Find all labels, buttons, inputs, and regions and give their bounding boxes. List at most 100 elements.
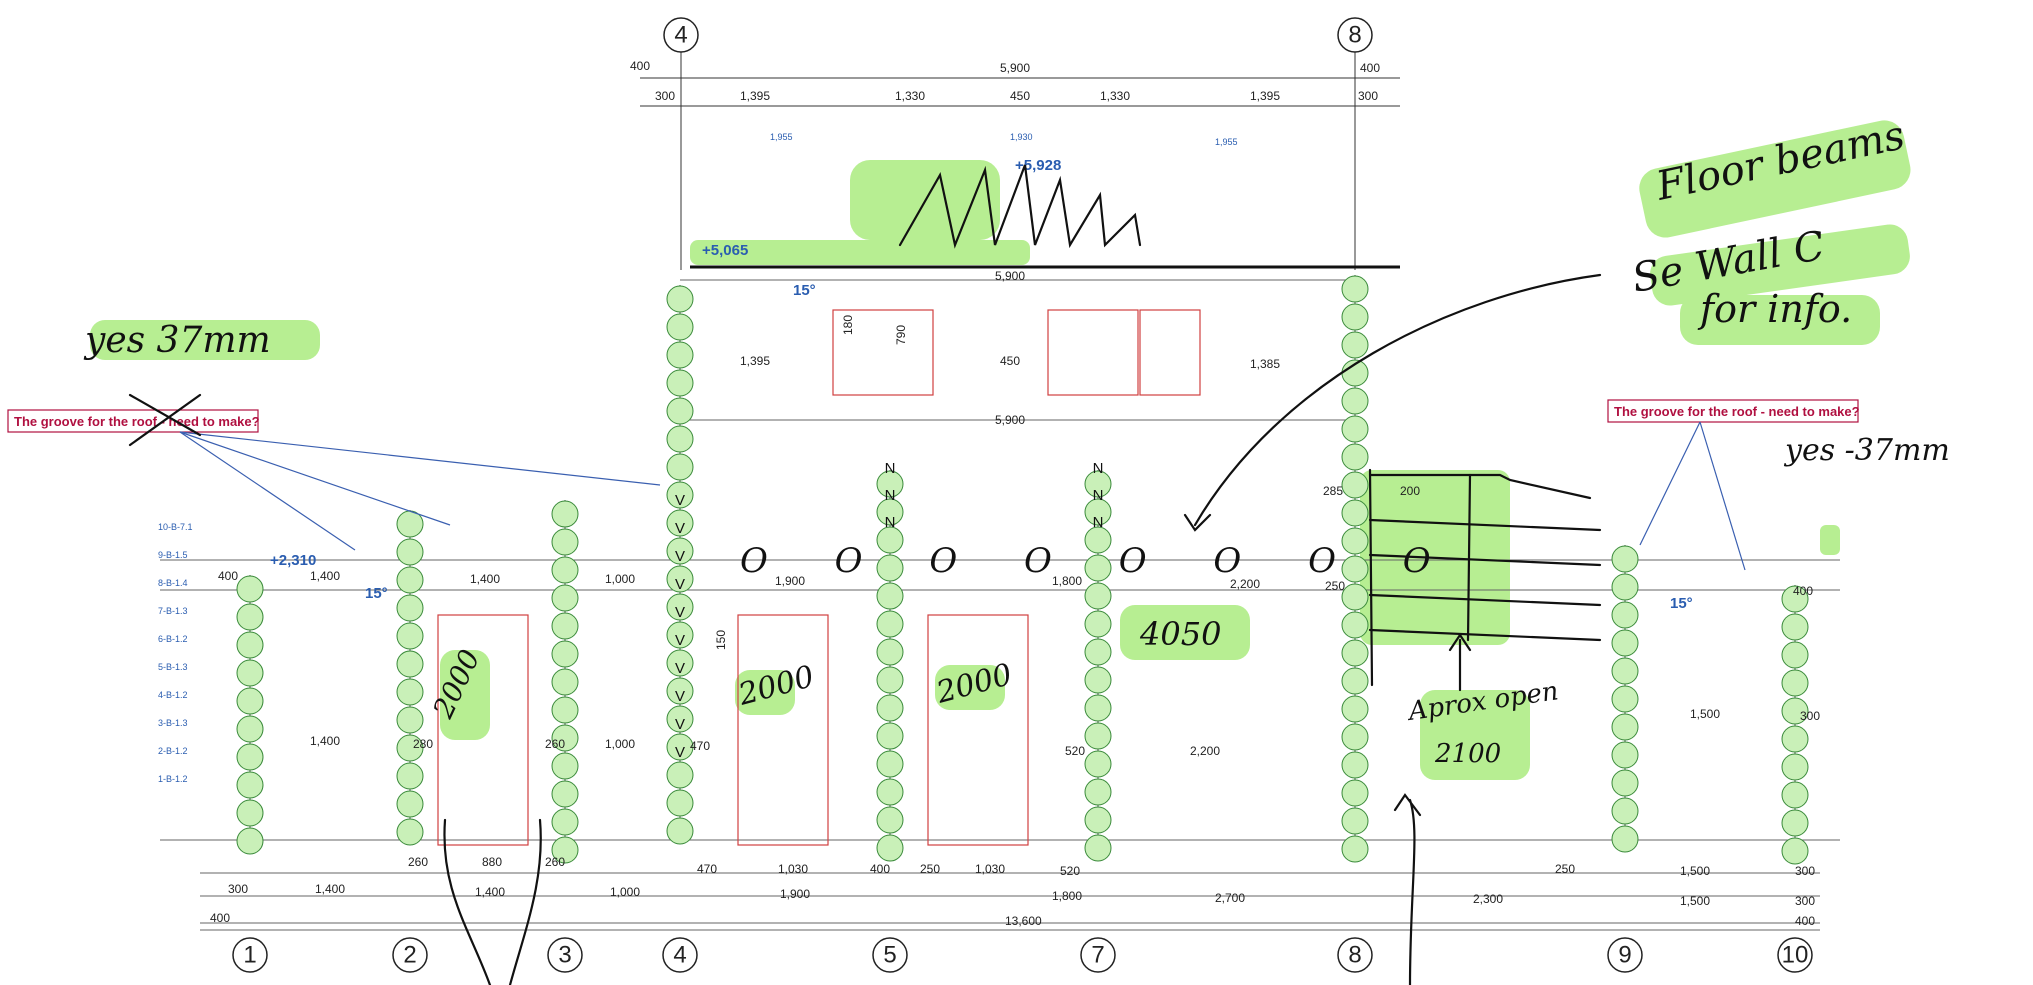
bot-r1-3: 470	[697, 862, 717, 876]
dim-row2-1: 1,395	[740, 89, 770, 103]
log-ring	[1341, 639, 1369, 667]
axis-label-9: 9	[1618, 942, 1631, 969]
dim-280: 280	[413, 737, 433, 751]
log-ring	[396, 790, 424, 818]
log-ring	[1341, 807, 1369, 835]
callout-right-text: The groove for the roof - need to make?	[1614, 404, 1860, 419]
note-4050: 4050	[1139, 615, 1221, 653]
axis-10: 10	[1777, 937, 1813, 973]
dim-1400c: 1,400	[310, 734, 340, 748]
log-ring	[1781, 641, 1809, 669]
dim-2200b: 2,200	[1190, 744, 1220, 758]
top-axis-circle-8	[1337, 17, 1373, 53]
dim-v150: 150	[714, 630, 728, 650]
log-ring	[1611, 629, 1639, 657]
log-column-10	[1781, 585, 1809, 865]
highlight-right-groove	[1820, 525, 1840, 555]
axis-2: 2	[392, 937, 428, 973]
log-ring	[1781, 585, 1809, 613]
log-column-2	[396, 510, 424, 846]
log-ring	[1611, 545, 1639, 573]
axis-label-3: 3	[558, 942, 571, 969]
log-column-4	[666, 285, 694, 845]
log-ring	[1611, 797, 1639, 825]
log-ring	[236, 631, 264, 659]
dim-285: 285	[1323, 484, 1343, 498]
angle-right: 15°	[1670, 595, 1693, 612]
log-ring	[876, 554, 904, 582]
dim-v790: 790	[894, 325, 908, 345]
log-ring	[666, 509, 694, 537]
log-ring	[551, 612, 579, 640]
log-ring	[1084, 498, 1112, 526]
beam-block-lines	[1368, 473, 1602, 642]
approx-arrow	[1448, 633, 1472, 692]
log-column-7	[1084, 470, 1112, 862]
log-tag-0: 10-B-7.1	[158, 522, 193, 532]
log-ring	[876, 470, 904, 498]
log-ring	[1084, 694, 1112, 722]
dim-row2-2: 1,330	[895, 89, 925, 103]
log-letter-n7-2: N	[1093, 514, 1104, 531]
bot-r2-9: 300	[1795, 894, 1815, 908]
highlight-approx	[1420, 690, 1530, 780]
log-ring	[396, 650, 424, 678]
log-ring	[666, 621, 694, 649]
callout-left-text: The groove for the roof - need to make?	[14, 414, 260, 429]
log-ring	[666, 285, 694, 313]
log-ring	[1341, 471, 1369, 499]
note-yes-right: yes -37mm	[1783, 433, 1950, 468]
guide-lines	[160, 279, 1840, 931]
cross-mark	[128, 393, 202, 447]
dim-470: 470	[690, 739, 710, 753]
log-letter-v4-9: V	[675, 744, 685, 761]
bot-r1-10: 1,500	[1680, 864, 1710, 878]
log-ring	[1611, 657, 1639, 685]
log-ring	[876, 666, 904, 694]
log-tag-5: 5-B-1.3	[158, 662, 188, 672]
log-letter-v4-5: V	[675, 632, 685, 649]
level-eave: +5,065	[702, 242, 748, 259]
log-ring	[1341, 387, 1369, 415]
axis-circle-8	[1337, 937, 1373, 973]
log-ring	[876, 638, 904, 666]
highlight-2000-c	[440, 650, 490, 740]
bot-r2-7: 2,300	[1473, 892, 1503, 906]
bot-r2-8: 1,500	[1680, 894, 1710, 908]
log-ring	[666, 565, 694, 593]
dim-260: 260	[545, 737, 565, 751]
log-ring	[1084, 834, 1112, 862]
dim-250: 250	[1325, 579, 1345, 593]
log-ring	[396, 818, 424, 846]
log-ring	[1084, 806, 1112, 834]
bot-r2-2: 1,400	[475, 885, 505, 899]
log-column-1	[236, 575, 264, 855]
log-ring	[1341, 415, 1369, 443]
highlighter-marks	[90, 120, 1911, 780]
top-axis-4: 4	[663, 17, 699, 53]
pen-sketches	[128, 164, 1602, 985]
log-ring	[1341, 751, 1369, 779]
log-ring	[666, 397, 694, 425]
highlight-eave	[690, 240, 1030, 265]
log-ring	[551, 724, 579, 752]
angle-top: 15°	[793, 282, 816, 299]
openings	[437, 309, 1201, 846]
bottom-arrow-left-2	[508, 818, 542, 985]
highlight-4050	[1120, 605, 1250, 660]
log-ring	[1781, 753, 1809, 781]
log-ring	[666, 537, 694, 565]
log-letter-v4-8: V	[675, 716, 685, 733]
log-letter-v4-6: V	[675, 660, 685, 677]
floor-beam-arrowhead	[1183, 513, 1212, 532]
top-axis-label-8: 8	[1348, 22, 1361, 49]
highlight-floor-beams	[1639, 120, 1911, 238]
log-letter-v4-3: V	[675, 576, 685, 593]
door-left	[437, 614, 529, 846]
bot-r2-1: 1,400	[315, 882, 345, 896]
log-ring	[551, 836, 579, 864]
callout-left-box	[7, 409, 259, 433]
log-ring	[876, 834, 904, 862]
log-ring	[1084, 778, 1112, 806]
